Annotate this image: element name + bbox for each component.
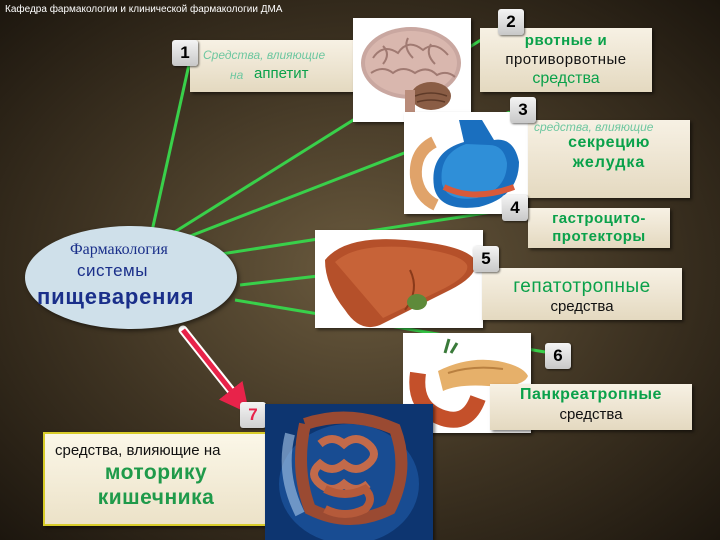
brain-icon	[361, 27, 461, 122]
item-3-line1: средства, влияющие	[534, 120, 654, 134]
item-7-number: 7	[240, 402, 266, 428]
item-4-line1: гастроцито-	[552, 210, 646, 227]
item-5-box: гепатотропные средства	[482, 268, 682, 320]
item-3-line2: секрецию	[568, 134, 650, 151]
header-title: Кафедра фармакологии и клинической фарма…	[5, 4, 283, 15]
item-7-box: средства, влияющие на моторику кишечника	[43, 432, 269, 526]
item-5-number: 5	[473, 246, 499, 272]
item-6-line2: средства	[559, 406, 623, 423]
center-title-line1: Фармакология	[70, 241, 168, 258]
item-2-number: 2	[498, 9, 524, 35]
center-title-line3: пищеварения	[37, 284, 195, 309]
item-5-line2: средства	[550, 298, 614, 315]
brain-image	[353, 18, 471, 122]
item-7-line1: средства, влияющие на	[55, 442, 221, 459]
item-1-box: Средства, влияющие на аппетит	[190, 40, 360, 92]
item-7-line3: кишечника	[97, 486, 215, 509]
center-title-line2: системы	[77, 261, 148, 280]
intestine-icon	[265, 404, 433, 540]
item-3-line3: желудка	[572, 154, 646, 171]
item-1-number: 1	[172, 40, 198, 66]
liver-icon	[325, 239, 476, 328]
item-2-line2: противорвотные	[505, 51, 627, 68]
item-6-box: Панкреатропные средства	[490, 384, 692, 430]
item-4-number: 4	[502, 195, 528, 221]
item-2-line1: рвотные и	[524, 32, 608, 49]
item-1-line2b: аппетит	[254, 65, 309, 82]
item-3-number: 3	[510, 97, 536, 123]
item-4-line2: протекторы	[552, 228, 646, 245]
item-1-line2a: на	[230, 68, 244, 82]
item-7-line2: моторику	[104, 461, 208, 484]
item-5-line1: гепатотропные	[513, 276, 651, 297]
item-6-number: 6	[545, 343, 571, 369]
connector-7	[178, 325, 250, 414]
connector-1	[148, 59, 192, 241]
center-oval: Фармакология системы пищеварения	[25, 226, 237, 329]
item-3-box: средства, влияющие секрецию желудка	[528, 120, 690, 198]
item-4-box: гастроцито- протекторы	[528, 208, 670, 248]
item-6-line1: Панкреатропные	[520, 386, 662, 403]
liver-image	[315, 230, 483, 328]
pancreas-icon	[409, 338, 528, 428]
item-2-line3: средства	[532, 70, 600, 87]
intestine-image	[265, 404, 433, 540]
item-1-line1: Средства, влияющие	[203, 48, 326, 62]
item-2-box: рвотные и противорвотные средства	[480, 28, 652, 92]
